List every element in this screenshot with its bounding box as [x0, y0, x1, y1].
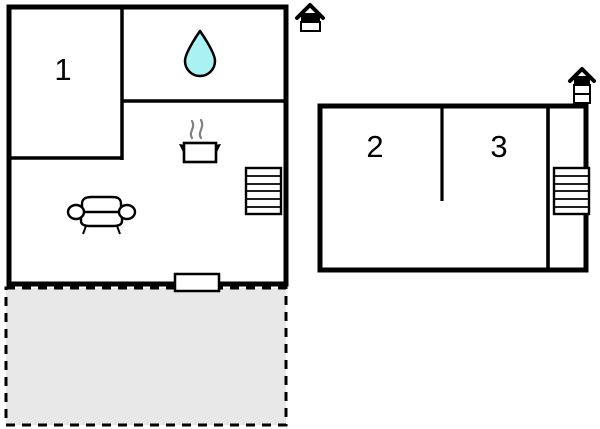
- left-building-walls: [6, 4, 289, 287]
- right-building-walls: [317, 103, 589, 273]
- room-label-2: 2: [366, 129, 384, 164]
- sofa-arm-right: [117, 203, 137, 221]
- steam-line-right: [198, 118, 204, 140]
- house-body-window-upper: [573, 84, 591, 95]
- sofa-icon: [66, 195, 137, 235]
- water-drop-shape: [183, 29, 217, 78]
- sofa-leg-left: [82, 225, 87, 235]
- cooking-pot-icon: [179, 118, 221, 164]
- stairs-icon-right: [552, 166, 591, 216]
- house-icon-left: [295, 3, 325, 32]
- house-icon-right: [568, 67, 596, 104]
- steam-line-left: [189, 119, 195, 140]
- sofa-leg-right: [116, 225, 121, 235]
- terrace-area: [4, 286, 288, 427]
- sofa-backrest: [80, 195, 123, 217]
- terrace-outline: [4, 286, 288, 427]
- house-body-top: [574, 76, 590, 85]
- house-body-window: [300, 21, 321, 32]
- house-body-top: [301, 13, 320, 22]
- sofa-seat: [79, 210, 124, 228]
- stairs-icon-left: [244, 166, 283, 216]
- left-building-outline: [6, 4, 289, 287]
- room-label-1: 1: [54, 52, 72, 87]
- pot-body: [182, 141, 218, 164]
- left-building-door: [173, 272, 221, 293]
- water-drop-icon: [183, 29, 217, 78]
- house-body-window-lower: [573, 93, 591, 104]
- sofa-arm-left: [66, 203, 86, 221]
- room-label-3: 3: [490, 129, 508, 164]
- door-icon: [173, 272, 221, 293]
- right-building-outline: [317, 103, 589, 273]
